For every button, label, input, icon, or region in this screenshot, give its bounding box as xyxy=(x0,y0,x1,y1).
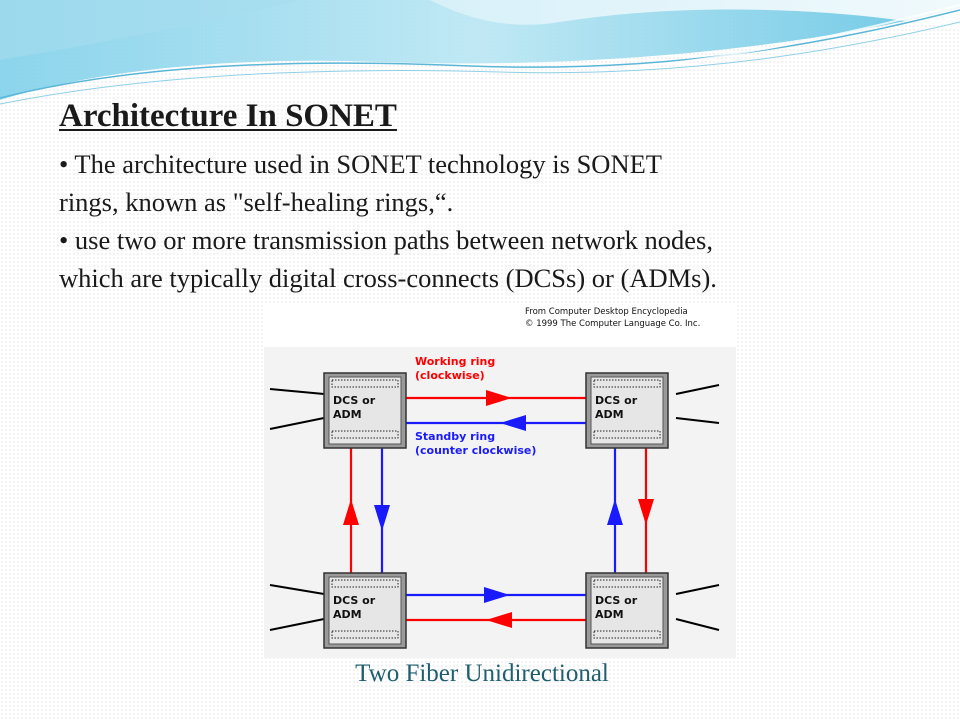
node-label-line-1: DCS or xyxy=(595,594,638,607)
node-label-line-1: DCS or xyxy=(333,394,376,407)
standby-arrow-top xyxy=(500,415,526,431)
bullet-1-line-1: • The architecture used in SONET technol… xyxy=(59,149,662,179)
node-label-line-2: ADM xyxy=(333,408,362,421)
working-ring-label-1: Working ring xyxy=(415,355,495,368)
standby-arrow-bottom xyxy=(484,587,510,603)
working-ring-label-2: (clockwise) xyxy=(415,369,485,382)
working-arrow-bottom xyxy=(486,612,512,628)
node-label-line-1: DCS or xyxy=(333,594,376,607)
standby-arrow-left xyxy=(374,505,390,531)
node-label-line-2: ADM xyxy=(333,608,362,621)
node-bottom-right: DCS or ADM xyxy=(585,572,669,649)
slide-title: Architecture In SONET xyxy=(59,98,397,134)
working-arrow-left xyxy=(343,499,359,525)
working-arrow-right xyxy=(638,499,654,525)
bullet-list: • The architecture used in SONET technol… xyxy=(59,145,919,297)
node-top-left: DCS or ADM xyxy=(323,372,407,449)
node-top-right: DCS or ADM xyxy=(585,372,669,449)
figure-caption: Two Fiber Unidirectional xyxy=(355,660,609,687)
figure-credit-line-2: © 1999 The Computer Language Co. Inc. xyxy=(525,319,700,329)
header-wave-decoration xyxy=(0,0,960,105)
sonet-ring-diagram: From Computer Desktop Encyclopedia © 199… xyxy=(264,303,736,658)
standby-arrow-right xyxy=(607,499,623,525)
node-bottom-left: DCS or ADM xyxy=(323,572,407,649)
bullet-2-line-1: • use two or more transmission paths bet… xyxy=(59,225,713,255)
bullet-2-line-2: which are typically digital cross-connec… xyxy=(59,263,717,293)
node-label-line-2: ADM xyxy=(595,408,624,421)
node-label-line-1: DCS or xyxy=(595,394,638,407)
standby-ring-label-2: (counter clockwise) xyxy=(415,444,536,457)
node-label-line-2: ADM xyxy=(595,608,624,621)
tributary-lines xyxy=(269,384,720,631)
bullet-1-line-2: rings, known as "self-healing rings,“. xyxy=(59,187,454,217)
figure-credit-line-1: From Computer Desktop Encyclopedia xyxy=(525,307,688,317)
working-arrow-top xyxy=(486,390,512,406)
standby-ring-label-1: Standby ring xyxy=(415,430,495,443)
